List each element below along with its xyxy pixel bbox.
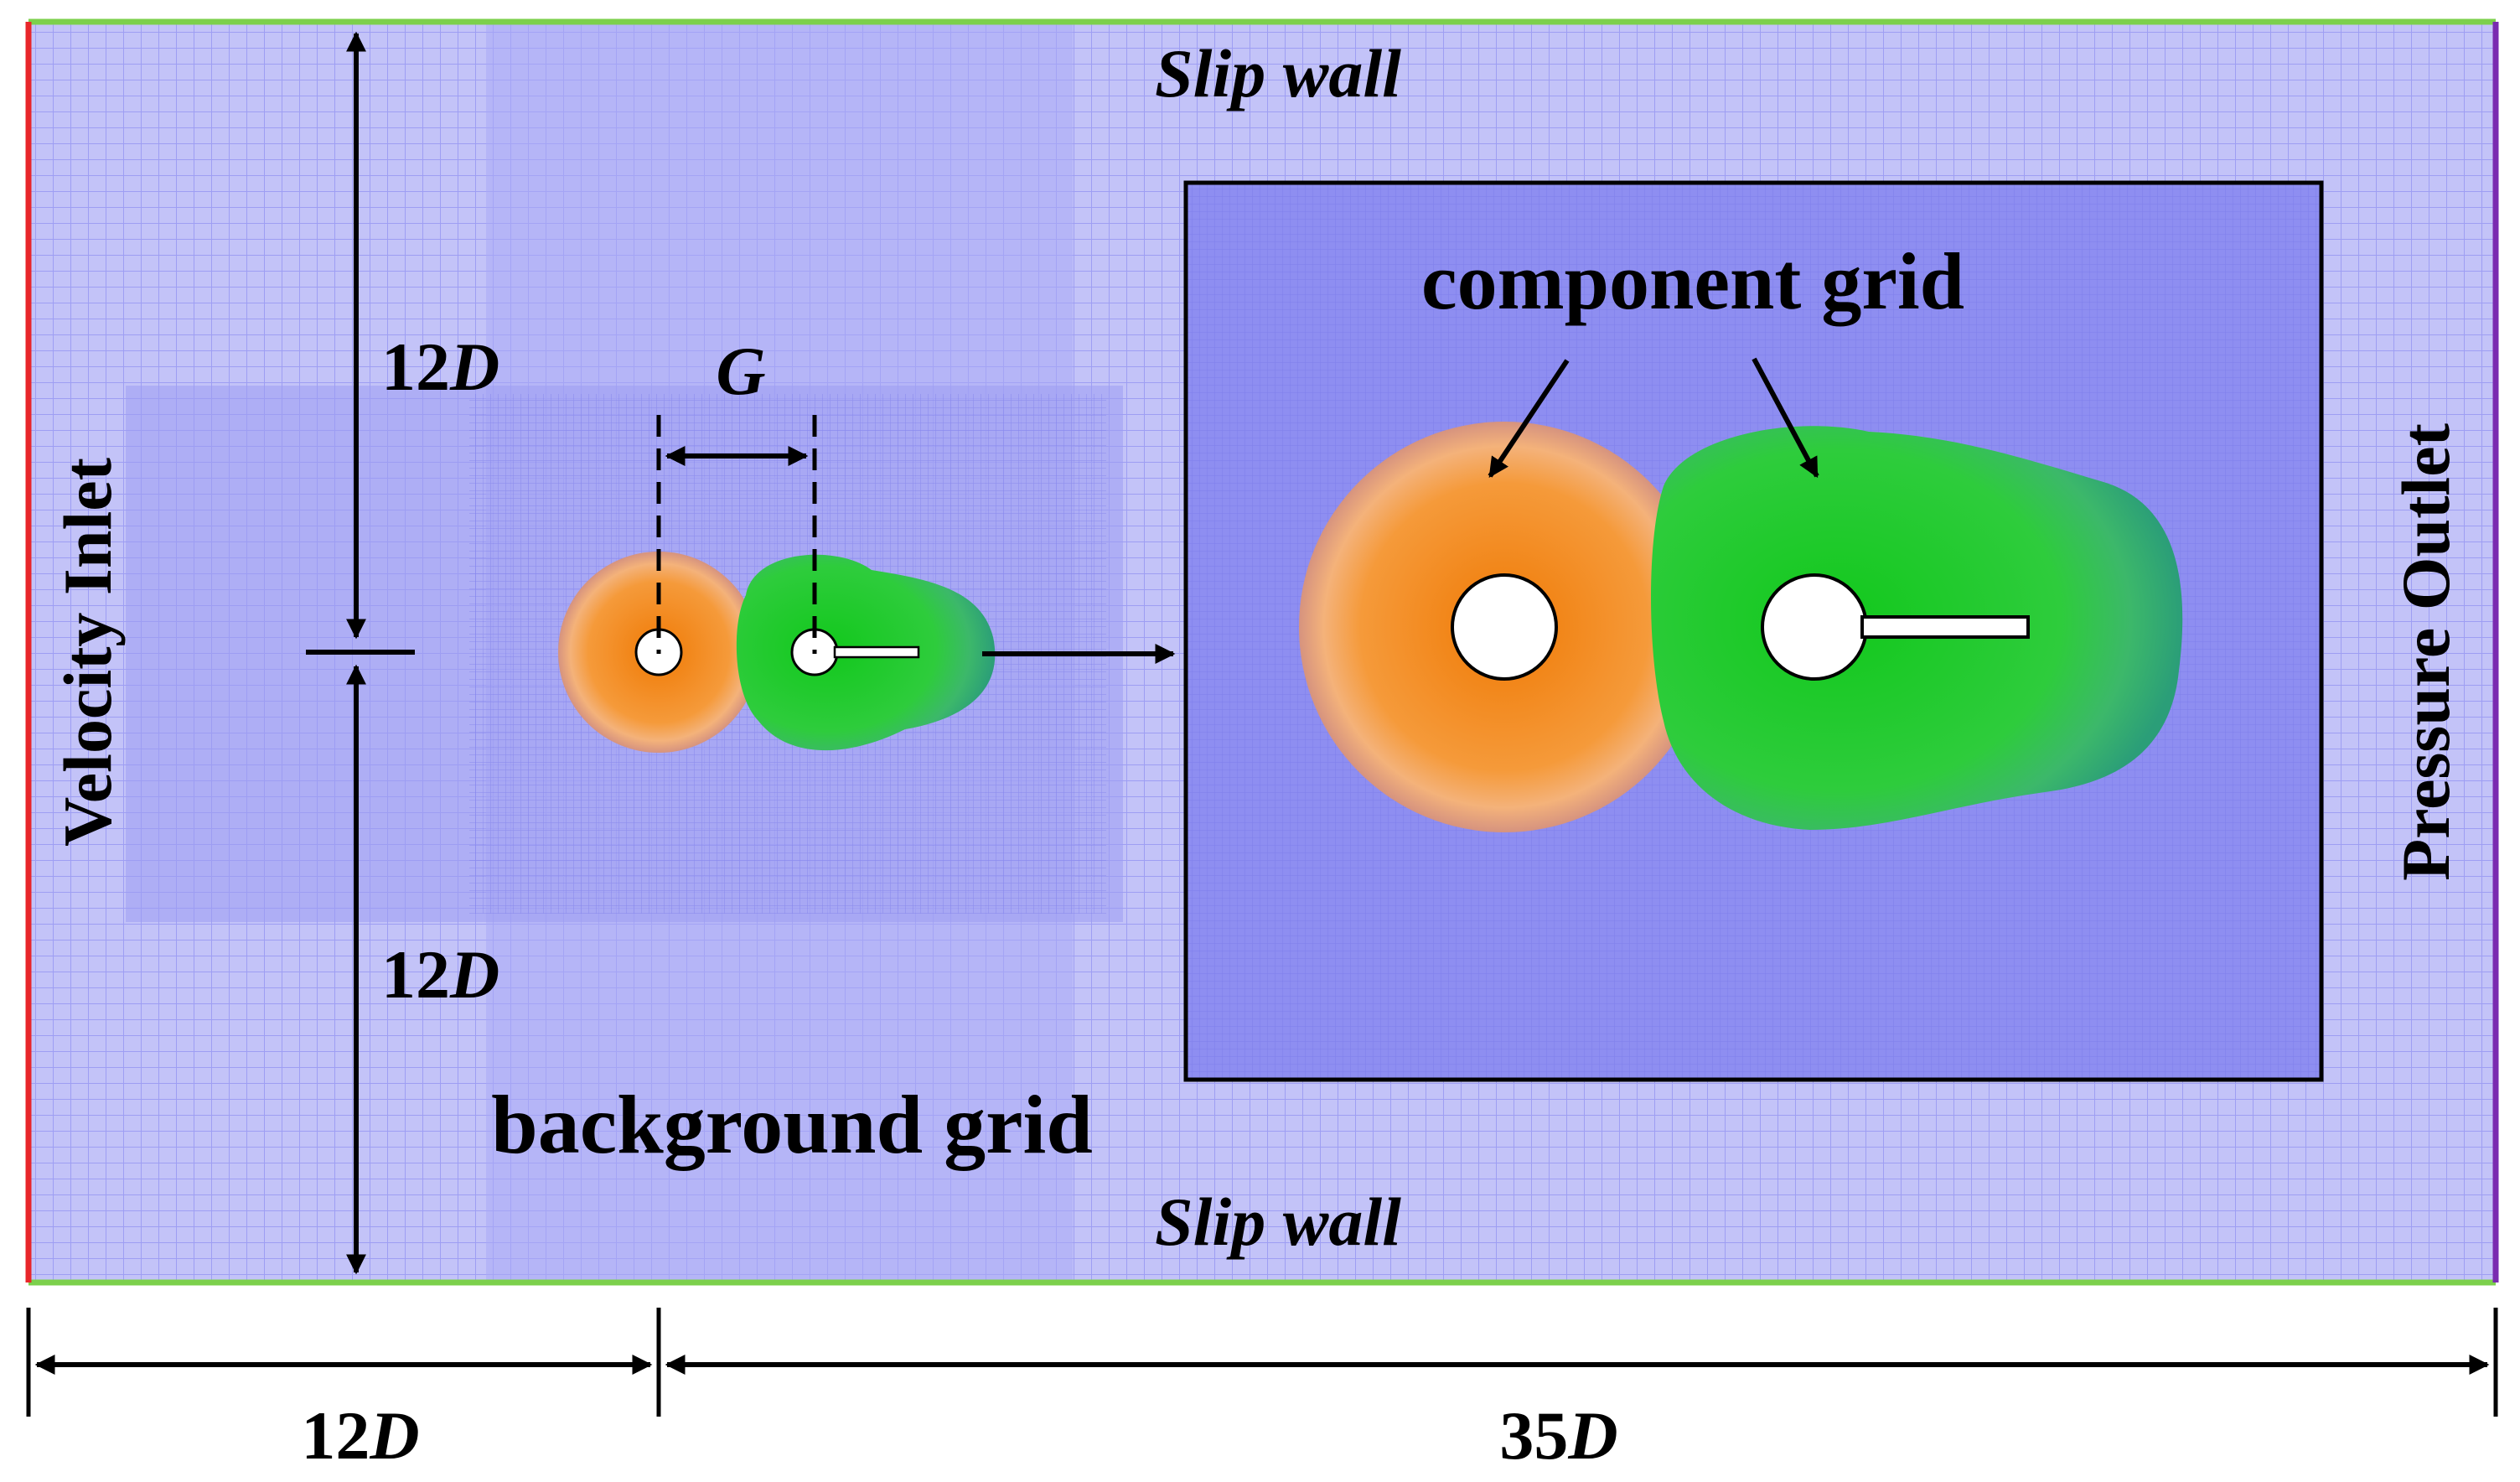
- bottom-slip-wall-label: Slip wall: [1155, 1184, 1401, 1260]
- downstream-length-label: 35D: [1499, 1397, 1617, 1474]
- background-grid-label: background grid: [491, 1078, 1093, 1171]
- lower-height-label: 12D: [381, 936, 499, 1013]
- cylinder-large-right: [1761, 573, 1868, 681]
- upstream-length-label: 12D: [301, 1397, 419, 1474]
- upper-height-label: 12D: [381, 329, 499, 405]
- splitter-plate-large: [1860, 615, 2030, 639]
- velocity-inlet-label: Velocity Inlet: [49, 458, 126, 847]
- cylinder-large-left: [1451, 573, 1558, 681]
- splitter-plate-small: [833, 645, 920, 659]
- top-slip-wall-label: Slip wall: [1155, 35, 1401, 111]
- component-grid-arrow-right: [1752, 357, 1819, 479]
- component-grid-label: component grid: [1421, 236, 1964, 326]
- component-grid-small: [558, 552, 996, 753]
- gap-label: G: [716, 333, 765, 409]
- zoom-inset: [1183, 180, 2324, 1082]
- pressure-outlet-label: Pressure Outlet: [2388, 423, 2464, 881]
- component-grid-arrow-left: [1488, 359, 1570, 478]
